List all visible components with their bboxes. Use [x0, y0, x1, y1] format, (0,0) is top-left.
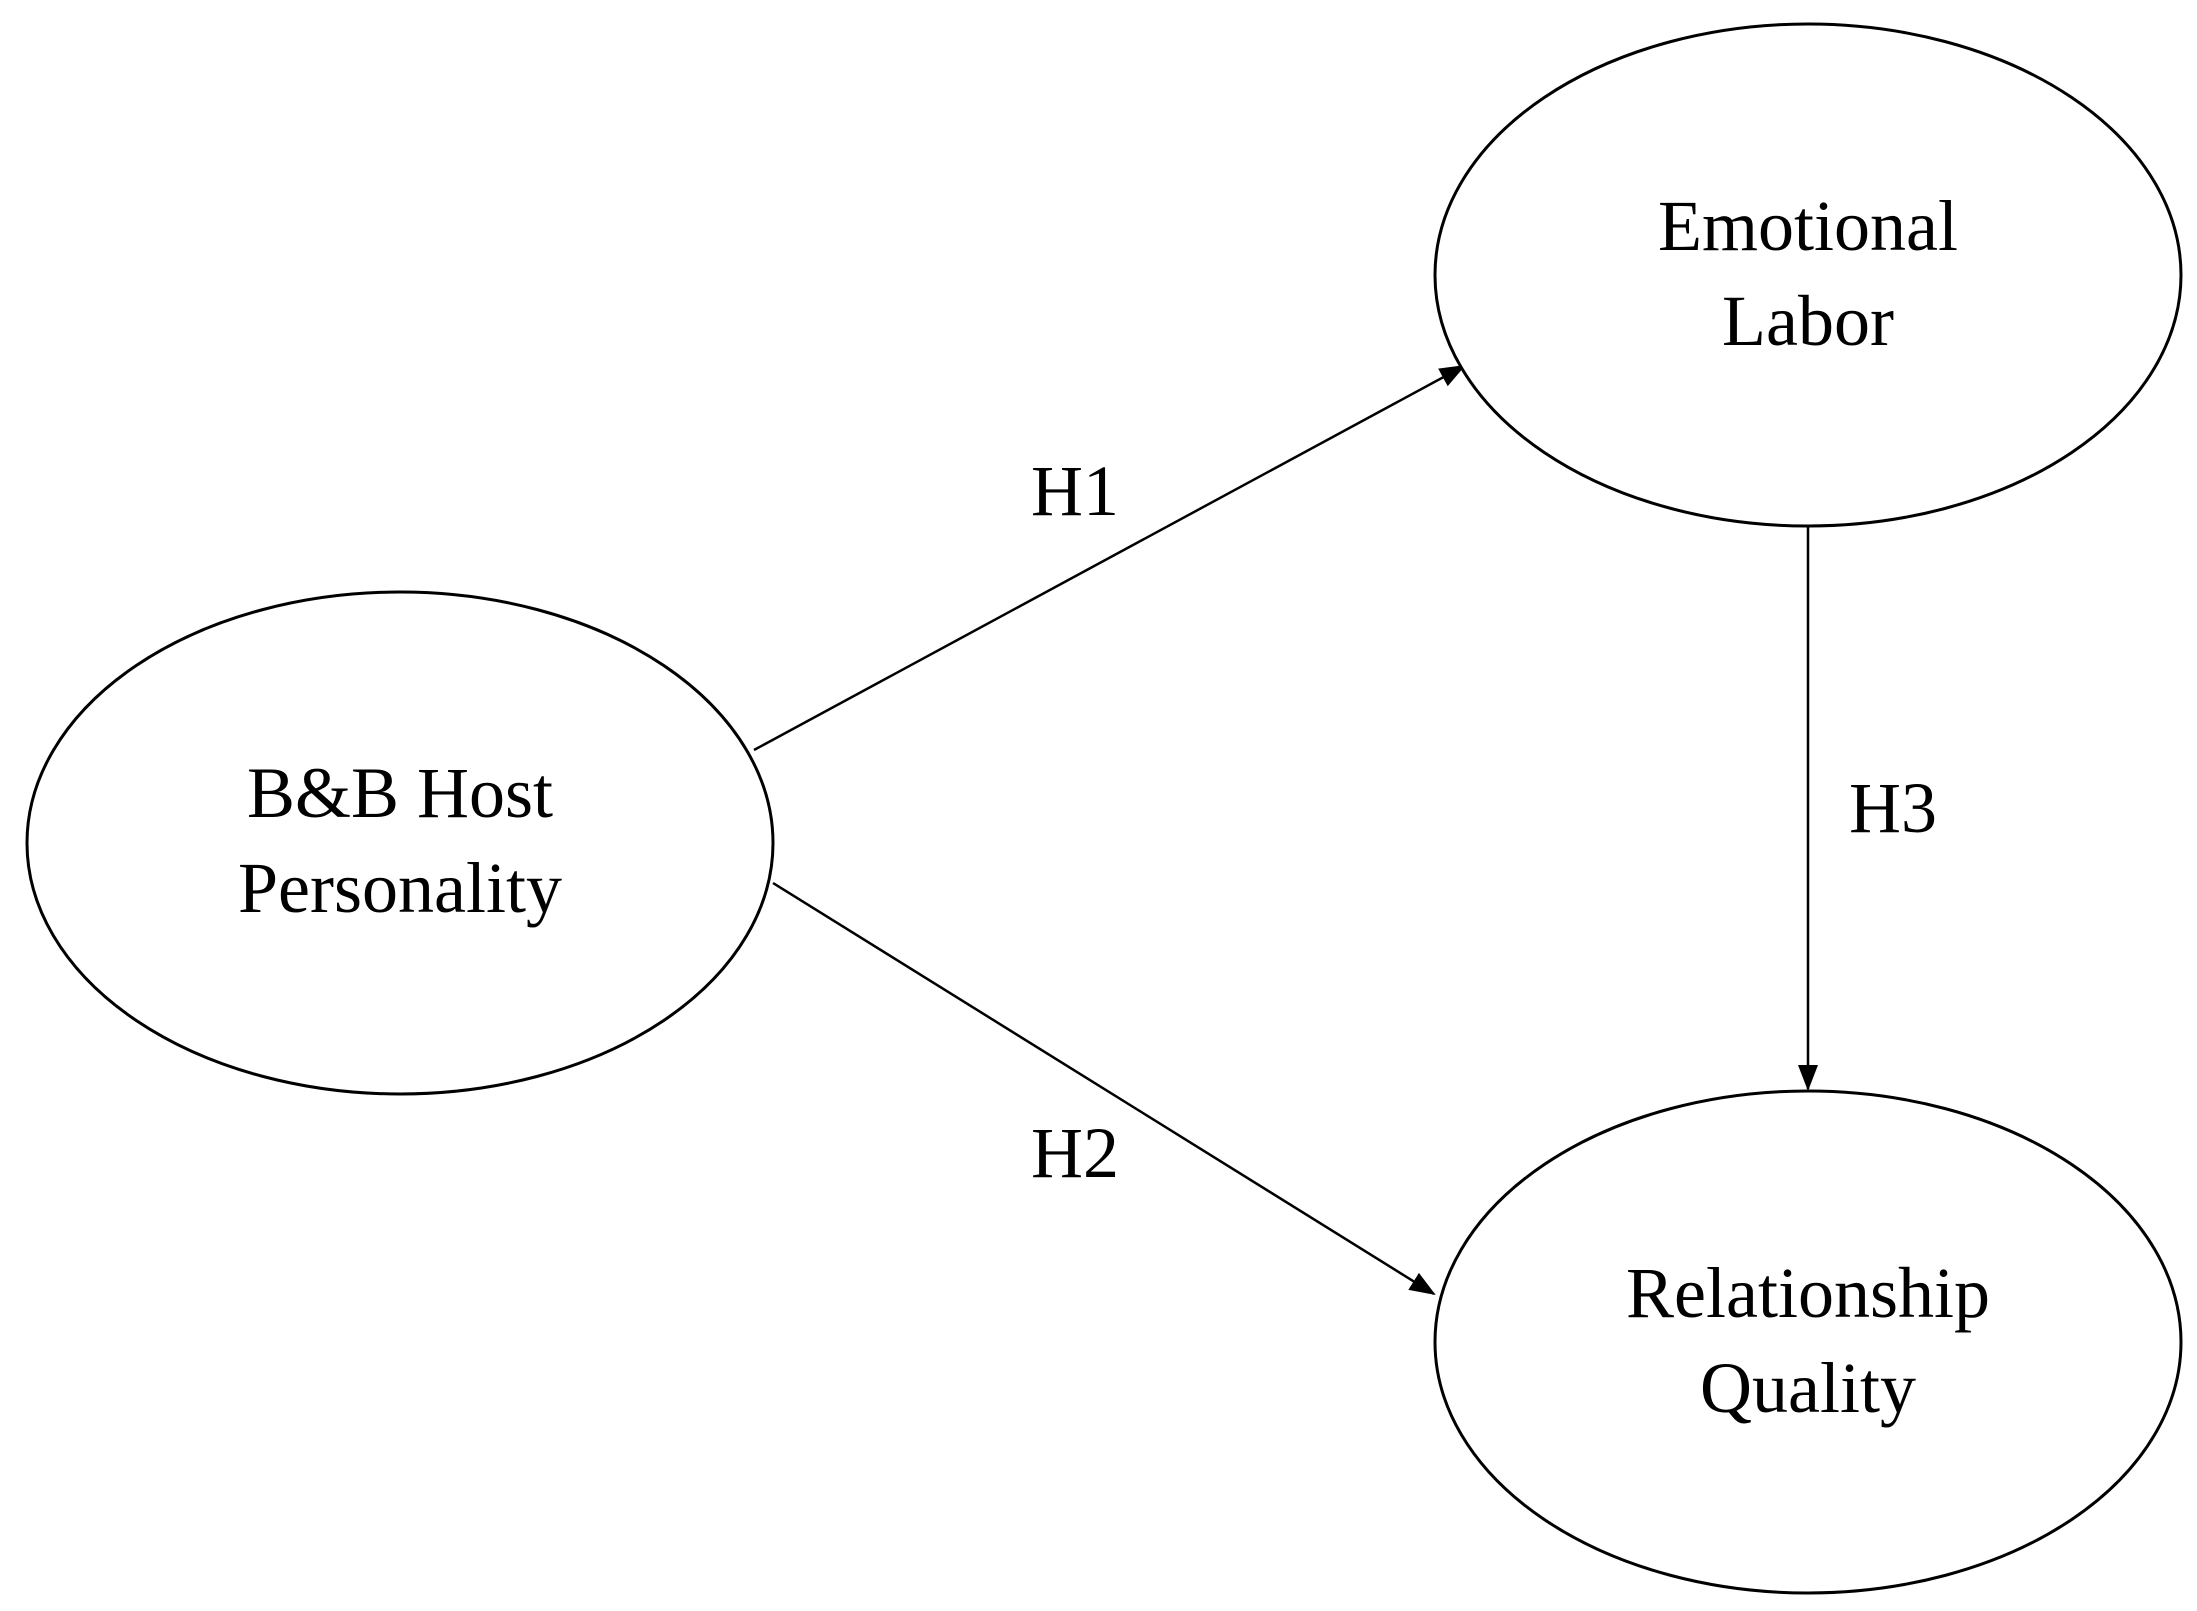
edge-h2-arrow: [772, 881, 1436, 1296]
node-relationship-quality: Relationship Quality: [1433, 1089, 2183, 1595]
node-relationship-quality-ellipse: [1433, 1089, 2183, 1595]
node-relationship-quality-label-line1: Relationship: [1626, 1253, 1990, 1333]
node-emotional-labor: Emotional Labor: [1433, 22, 2183, 528]
node-emotional-labor-label-line2: Labor: [1722, 281, 1894, 361]
node-host-personality-label-line2: Personality: [238, 848, 562, 928]
edge-h1-label: H1: [1031, 451, 1119, 531]
edge-h3-label: H3: [1849, 768, 1937, 848]
node-emotional-labor-ellipse: [1433, 22, 2183, 528]
node-host-personality-label-line1: B&B Host: [247, 753, 553, 833]
node-host-personality-ellipse: [25, 590, 775, 1096]
node-relationship-quality-label-line2: Quality: [1700, 1348, 1916, 1428]
edge-h2-label: H2: [1031, 1113, 1119, 1193]
node-host-personality: B&B Host Personality: [25, 590, 775, 1096]
node-emotional-labor-label-line1: Emotional: [1658, 186, 1958, 266]
edge-h1-arrow: [753, 364, 1466, 752]
